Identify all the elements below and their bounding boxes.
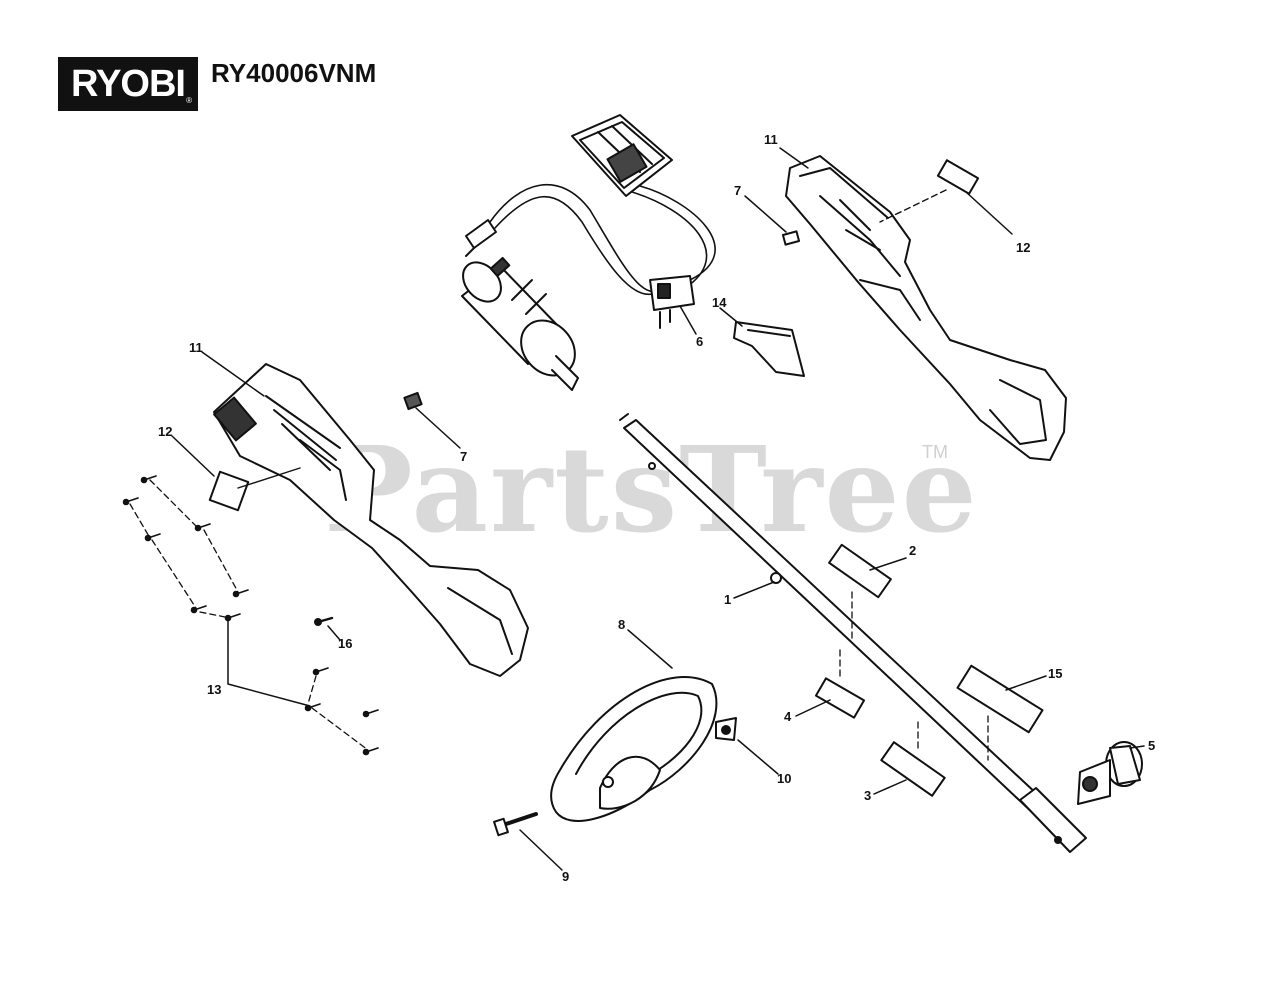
- wing-nut-part-10: [715, 717, 737, 741]
- callout-8: 8: [618, 617, 626, 632]
- label-part-3: [880, 741, 946, 797]
- label-part-12-upper: [936, 159, 980, 195]
- callout-6: 6: [696, 334, 704, 349]
- callout-5: 5: [1148, 738, 1156, 753]
- handle-part-8: [550, 676, 718, 822]
- callout-10: 10: [777, 771, 792, 786]
- callout-15: 15: [1048, 666, 1063, 681]
- callout-11-upper: 11: [764, 132, 778, 147]
- callout-11-lower: 11: [189, 340, 203, 355]
- callout-7-upper: 7: [734, 183, 742, 198]
- callout-14: 14: [712, 295, 727, 310]
- watermark-tm: TM: [922, 442, 948, 462]
- callout-3: 3: [864, 788, 872, 803]
- wire-connector: [465, 219, 497, 257]
- callout-1: 1: [724, 592, 732, 607]
- bolt-part-9: [493, 812, 538, 837]
- callout-16: 16: [338, 636, 353, 651]
- ryobi-logo: RYOBI ®: [58, 57, 198, 111]
- callout-4: 4: [784, 709, 792, 724]
- callout-12-lower: 12: [158, 424, 173, 439]
- brand-registered-mark: ®: [186, 96, 192, 105]
- callout-9: 9: [562, 869, 570, 884]
- callout-2: 2: [909, 543, 917, 558]
- brand-name: RYOBI: [71, 62, 186, 105]
- knob-part-5: [1077, 741, 1143, 805]
- wiring-harness: [489, 183, 716, 295]
- label-part-15: [956, 664, 1044, 734]
- label-part-2: [828, 543, 892, 599]
- model-number: RY40006VNM: [211, 58, 377, 88]
- battery-terminal-plate: [571, 114, 673, 197]
- screw-set-13: [122, 475, 379, 756]
- callout-13: 13: [207, 682, 222, 697]
- motor: [461, 256, 579, 391]
- screw-part-16: [314, 616, 334, 626]
- label-part-4: [814, 677, 866, 719]
- switch-part-6: [649, 275, 695, 329]
- label-part-12-lower: [208, 470, 250, 512]
- callout-7-lower: 7: [460, 449, 468, 464]
- housing-half-left: [213, 363, 529, 677]
- label-part-7-lower: [403, 391, 423, 411]
- shaft-part-1: [619, 413, 1087, 853]
- housing-half-right: [785, 155, 1067, 461]
- trigger-part-14: [733, 321, 805, 377]
- label-part-7-upper: [781, 230, 801, 246]
- callout-12-upper: 12: [1016, 240, 1031, 255]
